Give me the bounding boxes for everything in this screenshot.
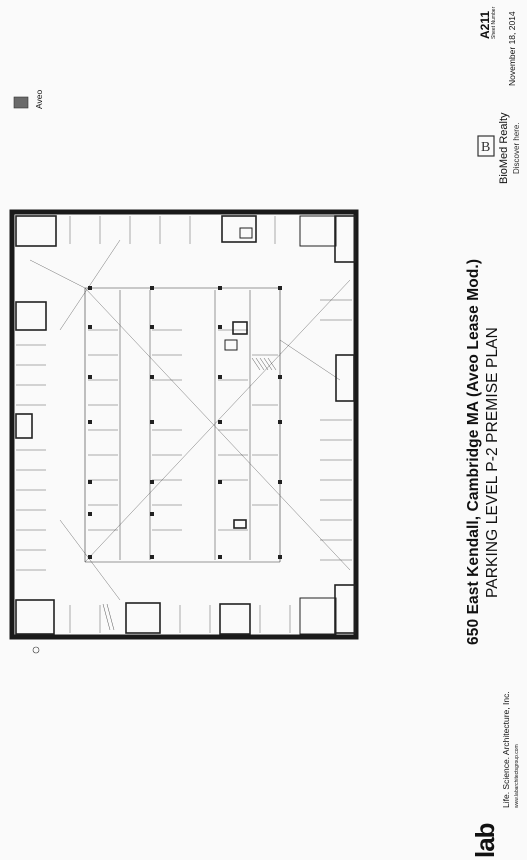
stair-cores (15, 215, 356, 635)
hatched-area (102, 357, 277, 631)
architect-url: www.labarchitectsgroup.com (514, 744, 520, 808)
legend-label: Aveo (34, 89, 44, 109)
architect-line: Life. Science. Architecture, Inc. (501, 691, 511, 808)
biomed-logo-icon: B (477, 135, 495, 157)
sheet-number: A211 (478, 10, 492, 39)
page-title: 650 East Kendall, Cambridge MA (Aveo Lea… (465, 258, 482, 645)
svg-text:B: B (481, 140, 490, 155)
brand-name: BioMed Realty (498, 112, 510, 184)
page-subtitle: PARKING LEVEL P-2 PREMISE PLAN (484, 327, 501, 598)
sheet-date: November 18, 2014 (507, 11, 517, 86)
plan-drawing (9, 209, 359, 654)
outer-wall (9, 209, 359, 640)
structural-columns (88, 286, 282, 559)
legend-swatch (13, 96, 29, 109)
sheet-number-label: Sheet Number (491, 6, 497, 39)
brand-tagline: Discover here. (512, 122, 521, 174)
architect-logo: lab (470, 823, 500, 858)
